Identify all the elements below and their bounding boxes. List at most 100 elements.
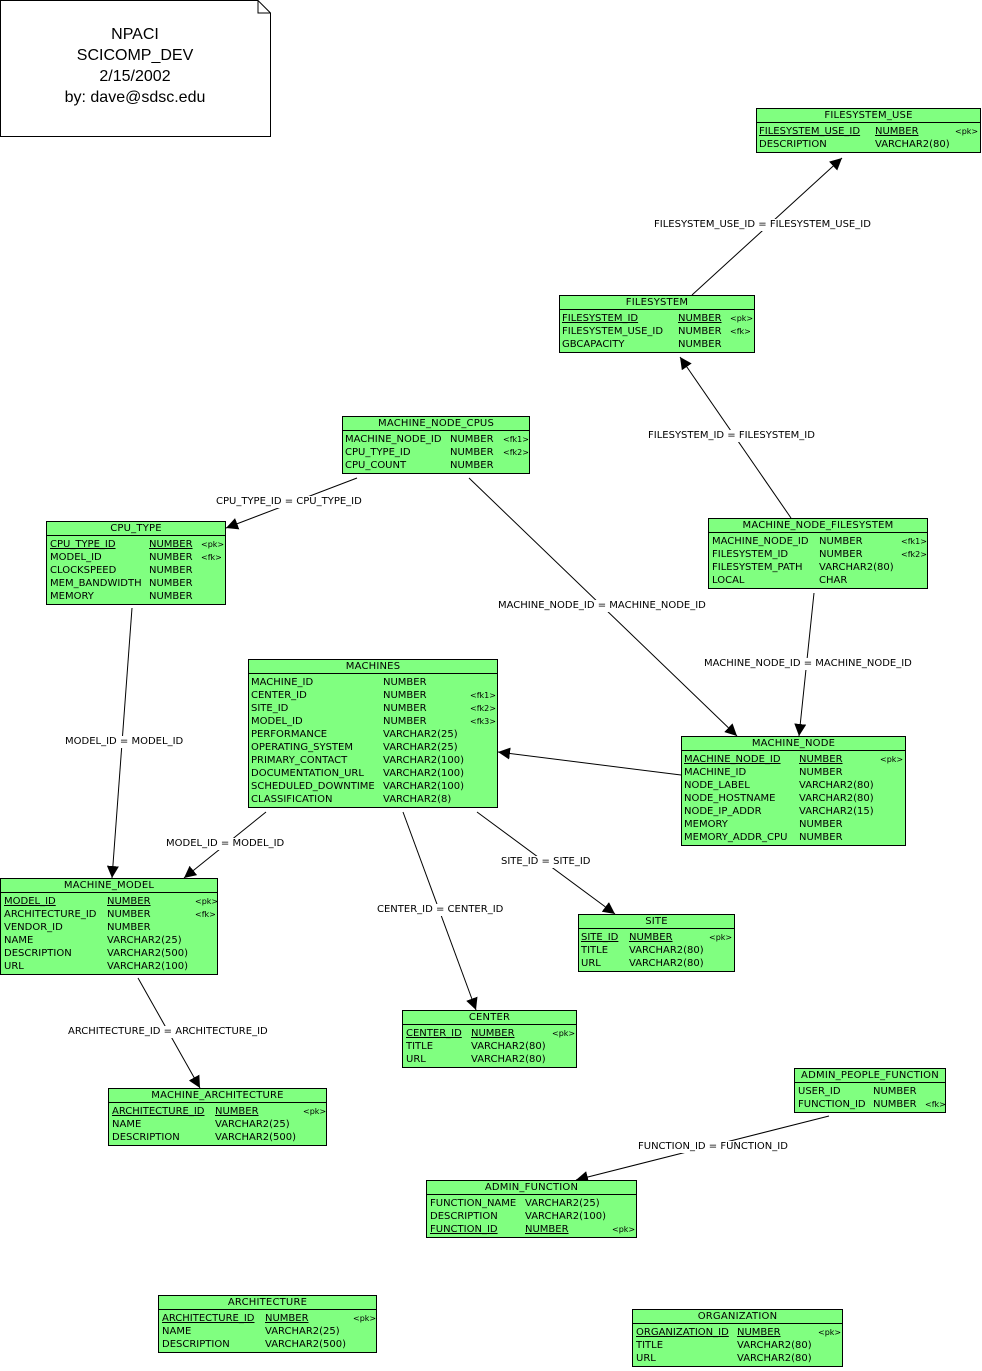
column-name: MEM_BANDWIDTH xyxy=(50,578,142,589)
column-row: TITLE VARCHAR2(80) xyxy=(633,1339,842,1352)
column-type: NUMBER xyxy=(819,549,863,560)
column-name: MACHINE_NODE_ID xyxy=(684,754,781,765)
column-type: VARCHAR2(80) xyxy=(875,139,950,150)
column-type: NUMBER xyxy=(678,339,722,350)
entity-title: ADMIN_FUNCTION xyxy=(427,1181,636,1195)
column-type: NUMBER xyxy=(149,539,193,550)
column-name: SCHEDULED_DOWNTIME xyxy=(251,781,375,792)
relationship-label: MODEL_ID = MODEL_ID xyxy=(165,838,286,850)
column-type: VARCHAR2(8) xyxy=(383,794,452,805)
column-type: VARCHAR2(80) xyxy=(737,1340,812,1351)
relationship-label: SITE_ID = SITE_ID xyxy=(500,856,592,868)
relationship-label: MACHINE_NODE_ID = MACHINE_NODE_ID xyxy=(497,600,707,612)
note-schema: SCICOMP_DEV xyxy=(76,47,194,64)
column-name: NAME xyxy=(4,935,34,946)
column-type: VARCHAR2(100) xyxy=(383,781,465,792)
column-key: <pk> xyxy=(552,1029,576,1038)
entity-title: CPU_TYPE xyxy=(47,522,225,536)
column-type: NUMBER xyxy=(450,447,494,458)
column-key: <fk3> xyxy=(470,717,496,726)
column-name: MEMORY xyxy=(684,819,728,830)
column-row: SCHEDULED_DOWNTIME VARCHAR2(100) xyxy=(249,780,497,793)
column-name: DESCRIPTION xyxy=(430,1211,498,1222)
column-type: NUMBER xyxy=(799,832,843,843)
column-name: CPU_TYPE_ID xyxy=(345,447,411,458)
column-key: <pk> xyxy=(880,755,904,764)
column-name: USER_ID xyxy=(798,1086,841,1097)
column-type: NUMBER xyxy=(215,1106,259,1117)
column-name: FILESYSTEM_PATH xyxy=(712,562,803,573)
column-name: SITE_ID xyxy=(251,703,289,714)
entity-title: ARCHITECTURE xyxy=(159,1296,376,1310)
column-name: TITLE xyxy=(406,1041,434,1052)
column-name: MODEL_ID xyxy=(50,552,102,563)
column-key: <pk> xyxy=(709,933,733,942)
column-type: VARCHAR2(80) xyxy=(629,945,704,956)
column-type: NUMBER xyxy=(678,326,722,337)
column-key: <pk> xyxy=(818,1328,842,1337)
column-name: TITLE xyxy=(636,1340,664,1351)
column-name: FUNCTION_ID xyxy=(430,1224,498,1235)
column-name: VENDOR_ID xyxy=(4,922,63,933)
column-key: <fk> xyxy=(201,553,222,562)
column-type: NUMBER xyxy=(799,767,843,778)
column-type: NUMBER xyxy=(107,909,151,920)
column-key: <fk2> xyxy=(470,704,496,713)
column-name: MEMORY xyxy=(50,591,94,602)
relationship-label: CENTER_ID = CENTER_ID xyxy=(376,904,505,916)
column-type: VARCHAR2(80) xyxy=(471,1041,546,1052)
entity-cpu-type[interactable]: CPU_TYPE CPU_TYPE_ID NUMBER <pk> MODEL_ID NUM… xyxy=(46,521,226,605)
note-text: NPACI SCICOMP_DEV 2/15/2002 by: dave@sds… xyxy=(0,24,270,108)
column-type: VARCHAR2(25) xyxy=(265,1326,340,1337)
relationship-label: MODEL_ID = MODEL_ID xyxy=(64,736,185,748)
column-type: VARCHAR2(25) xyxy=(383,729,458,740)
column-name: SITE_ID xyxy=(581,932,619,943)
column-key: <fk> xyxy=(195,910,216,919)
column-name: MODEL_ID xyxy=(4,896,56,907)
column-type: VARCHAR2(25) xyxy=(215,1119,290,1130)
column-name: MACHINE_ID xyxy=(684,767,747,778)
column-key: <pk> xyxy=(201,540,225,549)
column-type: VARCHAR2(100) xyxy=(383,768,465,779)
column-type: NUMBER xyxy=(799,819,843,830)
column-name: URL xyxy=(636,1353,656,1364)
column-name: CPU_TYPE_ID xyxy=(50,539,116,550)
column-key: <pk> xyxy=(303,1107,327,1116)
column-type: VARCHAR2(25) xyxy=(107,935,182,946)
entity-title: ORGANIZATION xyxy=(633,1310,842,1324)
column-type: NUMBER xyxy=(149,578,193,589)
column-type: NUMBER xyxy=(383,677,427,688)
column-name: URL xyxy=(4,961,24,972)
